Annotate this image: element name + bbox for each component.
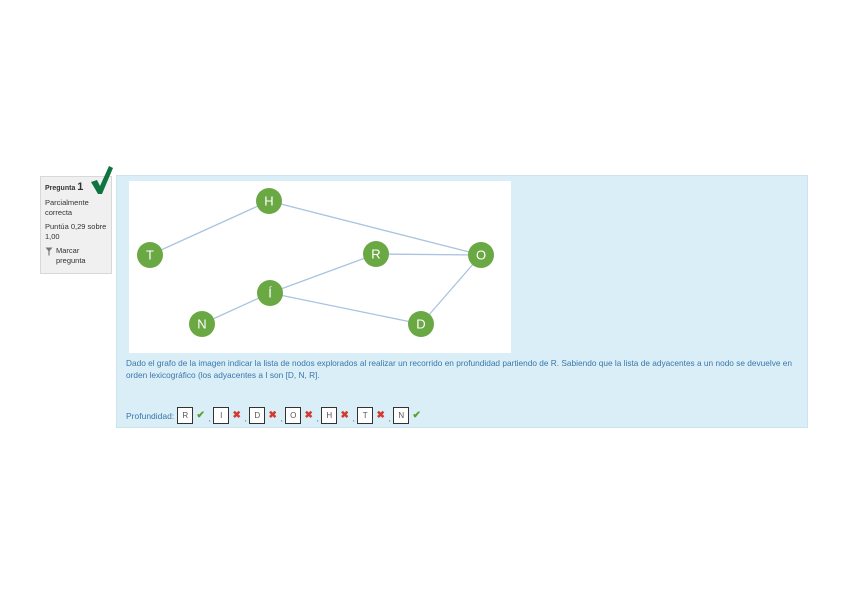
cross-icon: ✖ [376, 410, 385, 421]
answer-separator: , [208, 414, 211, 423]
graph-node-N: N [189, 311, 215, 337]
answer-slot: T✖ [357, 407, 386, 424]
check-icon: ✔ [412, 410, 421, 421]
graph-node-circle [468, 242, 494, 268]
check-icon: ✔ [196, 410, 205, 421]
cross-icon: ✖ [340, 410, 349, 421]
graph-edge-D-O [420, 254, 482, 325]
graph-edge-Í-D [269, 292, 422, 325]
cross-icon: ✖ [232, 410, 241, 421]
answer-slot: I✖ [213, 407, 242, 424]
graph-svg: H T R O Í N D [137, 188, 494, 337]
graph-node-circle [257, 280, 283, 306]
flag-icon [45, 247, 53, 256]
question-content: H T R O Í N D Dado el grafo de la imagen indic… [116, 175, 808, 428]
answer-slot: D✖ [249, 407, 278, 424]
cross-icon: ✖ [304, 410, 313, 421]
graph-node-circle [137, 242, 163, 268]
graph-node-H: H [256, 188, 282, 214]
graph-node-circle [408, 311, 434, 337]
answer-separator: , [280, 414, 283, 423]
question-grade: Puntúa 0,29 sobre 1,00 [45, 222, 107, 241]
graph-edge-T-H [149, 200, 270, 256]
answer-separator: , [316, 414, 319, 423]
graph-node-label: D [416, 317, 425, 332]
question-text: Dado el grafo de la imagen indicar la li… [126, 358, 793, 380]
graph-image: H T R O Í N D [129, 181, 511, 353]
graph-node-O: O [468, 242, 494, 268]
answer-input[interactable]: T [357, 407, 374, 424]
graph-node-label: H [264, 194, 273, 209]
graph-node-label: N [197, 317, 206, 332]
answer-input[interactable]: I [213, 407, 230, 424]
graph-node-T: T [137, 242, 163, 268]
big-check-icon [91, 166, 113, 194]
flag-label: Marcar pregunta [56, 246, 86, 265]
answer-label: Profundidad: [126, 410, 175, 421]
answer-input[interactable]: R [177, 407, 194, 424]
graph-node-R: R [363, 241, 389, 267]
answer-slot: H✖ [321, 407, 350, 424]
answer-row: Profundidad: R✔,I✖,D✖,O✖,H✖,T✖,N✔ [126, 407, 422, 424]
answer-input[interactable]: O [285, 407, 302, 424]
answer-separator: , [352, 414, 355, 423]
answer-slot: O✖ [285, 407, 314, 424]
answer-input[interactable]: D [249, 407, 266, 424]
question-state: Parcialmente correcta [45, 198, 89, 217]
graph-node-label: R [371, 247, 380, 262]
flag-question-link[interactable]: Marcar pregunta [45, 246, 107, 266]
graph-node-Í: Í [257, 280, 283, 306]
graph-node-D: D [408, 311, 434, 337]
graph-node-label: O [476, 248, 486, 263]
graph-node-circle [363, 241, 389, 267]
answer-input[interactable]: N [393, 407, 410, 424]
answer-slot: R✔ [177, 407, 206, 424]
graph-node-label: T [146, 248, 154, 263]
graph-node-label: Í [268, 286, 272, 301]
graph-node-circle [256, 188, 282, 214]
graph-edge-R-O [375, 253, 482, 256]
graph-edge-H-O [268, 200, 482, 256]
answer-separator: , [388, 414, 391, 423]
answer-separator: , [244, 414, 247, 423]
question-number: Pregunta 1 [45, 181, 84, 193]
graph-edge-Í-R [269, 253, 377, 294]
graph-node-circle [189, 311, 215, 337]
answer-slot: N✔ [393, 407, 422, 424]
answer-input[interactable]: H [321, 407, 338, 424]
cross-icon: ✖ [268, 410, 277, 421]
